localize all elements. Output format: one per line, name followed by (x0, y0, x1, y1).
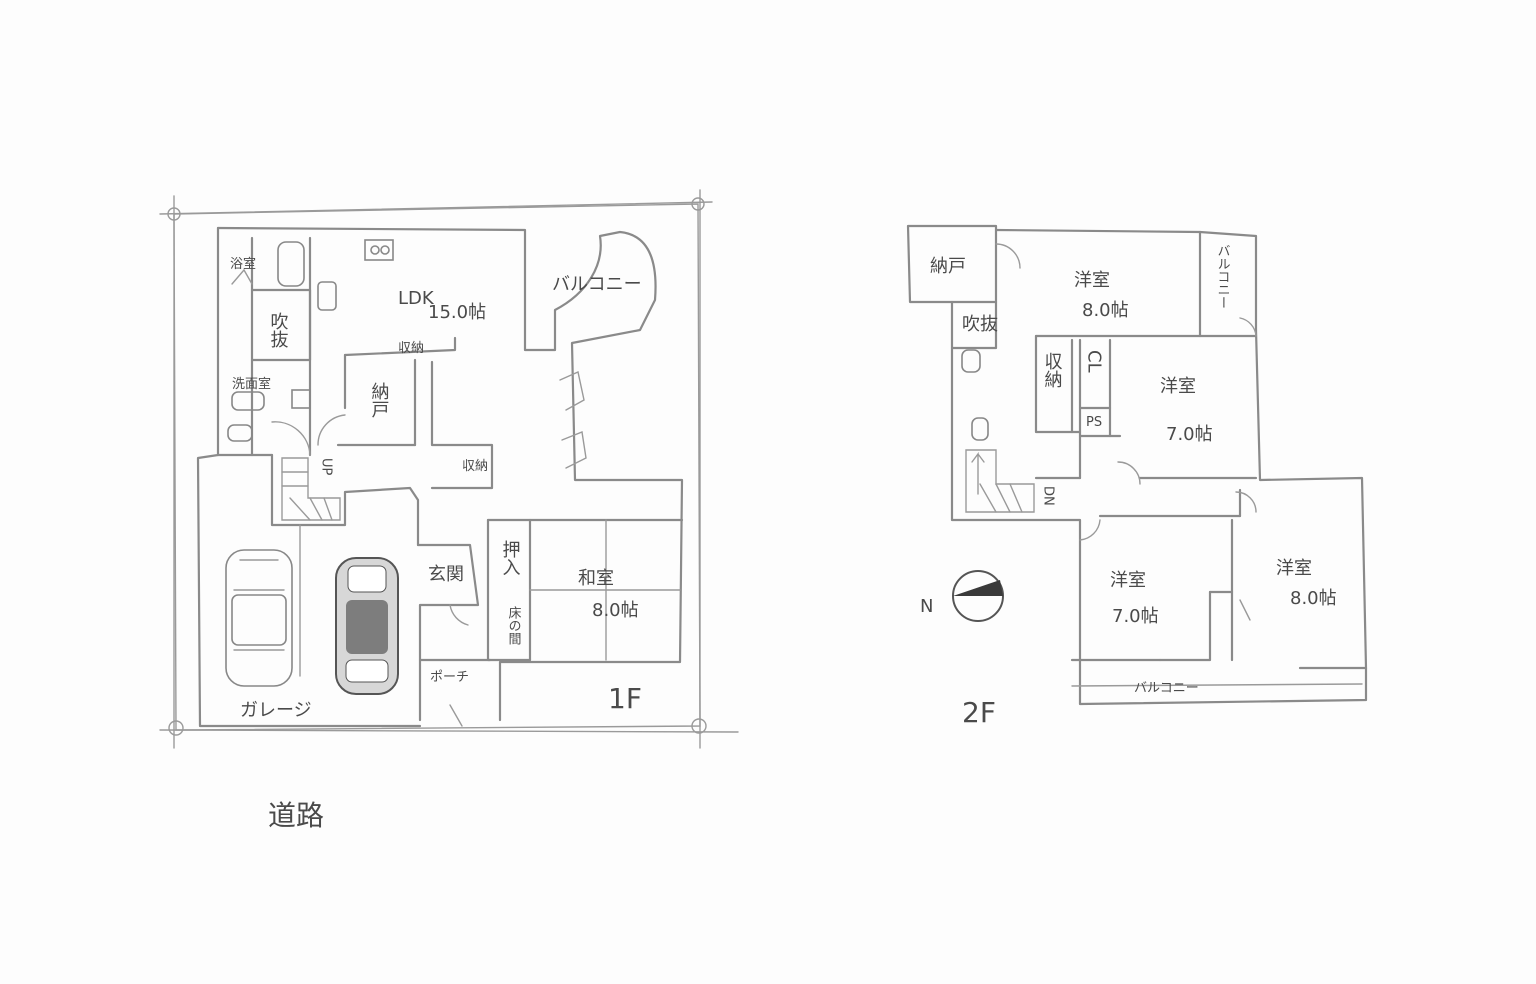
stairs-2f (965, 449, 1035, 513)
floor2-label: 2F (962, 696, 996, 729)
room-d-label: 洋室 (1276, 558, 1312, 579)
shower-icon (231, 268, 253, 285)
washer-icon (291, 389, 311, 409)
stove-icon (364, 239, 394, 261)
fridge-icon (317, 281, 337, 311)
room-a-size: 8.0帖 (1082, 300, 1129, 321)
storage-small-label: 収納 (462, 459, 488, 474)
compass-icon (952, 570, 1004, 622)
entrance-label: 玄関 (428, 564, 464, 585)
cl-label: CL (1084, 350, 1105, 373)
room-a-label: 洋室 (1074, 270, 1110, 291)
washitsu-label: 和室 (578, 568, 614, 589)
room-d-size: 8.0帖 (1290, 588, 1337, 609)
ps-label: PS (1086, 415, 1102, 430)
balcony-bottom-label: バルコニー (1134, 681, 1199, 696)
sink-icon (961, 349, 981, 373)
balcony-label-1f: バルコニー (552, 274, 642, 295)
road-label: 道路 (268, 799, 324, 832)
room-b-label: 洋室 (1160, 376, 1196, 397)
washroom-label: 洗面室 (232, 376, 271, 392)
ldk-size-label: 15.0帖 (428, 302, 486, 323)
washitsu-size-label: 8.0帖 (592, 600, 639, 621)
car-icon (335, 557, 399, 695)
room-c-label: 洋室 (1110, 570, 1146, 591)
room-c-size: 7.0帖 (1112, 606, 1159, 627)
car-icon (225, 549, 293, 687)
stair-arrow-icon (971, 451, 985, 495)
toilet-icon (227, 424, 253, 442)
void-label-1f: 吹抜 (268, 312, 289, 349)
tokonoma-label: 床の間 (506, 606, 522, 646)
porch-label: ポーチ (430, 670, 469, 685)
garage-label: ガレージ (240, 700, 312, 721)
floor2-plan: 納戸 吹抜 洋室 8.0帖 バルコニー 収納 CL PS 洋室 7.0帖 DN … (906, 224, 1368, 729)
sink-icon (231, 391, 265, 411)
void-label-2f: 吹抜 (962, 314, 998, 335)
stairs-1f (281, 457, 341, 521)
toilet-icon (971, 417, 989, 441)
storage-top-label: 収納 (398, 341, 424, 356)
oshiire-label: 押入 (500, 540, 521, 576)
up-label: UP (319, 458, 334, 476)
closet-label-1f: 納戸 (369, 382, 390, 418)
ldk-label: LDK (398, 288, 435, 309)
storage-label-2f: 収納 (1042, 352, 1063, 388)
room-b-size: 7.0帖 (1166, 424, 1213, 445)
floor1-label: 1F (608, 682, 642, 715)
closet-label-2f: 納戸 (930, 256, 966, 277)
dn-label: DN (1041, 486, 1056, 506)
bathtub-icon (277, 241, 305, 287)
floor1-plan: 浴室 吹抜 洗面室 LDK 15.0帖 収納 納戸 収納 バルコニー UP 玄関… (159, 189, 739, 749)
balcony-side-label: バルコニー (1215, 244, 1231, 309)
bath-label: 浴室 (230, 256, 256, 272)
north-label: N (920, 596, 933, 617)
